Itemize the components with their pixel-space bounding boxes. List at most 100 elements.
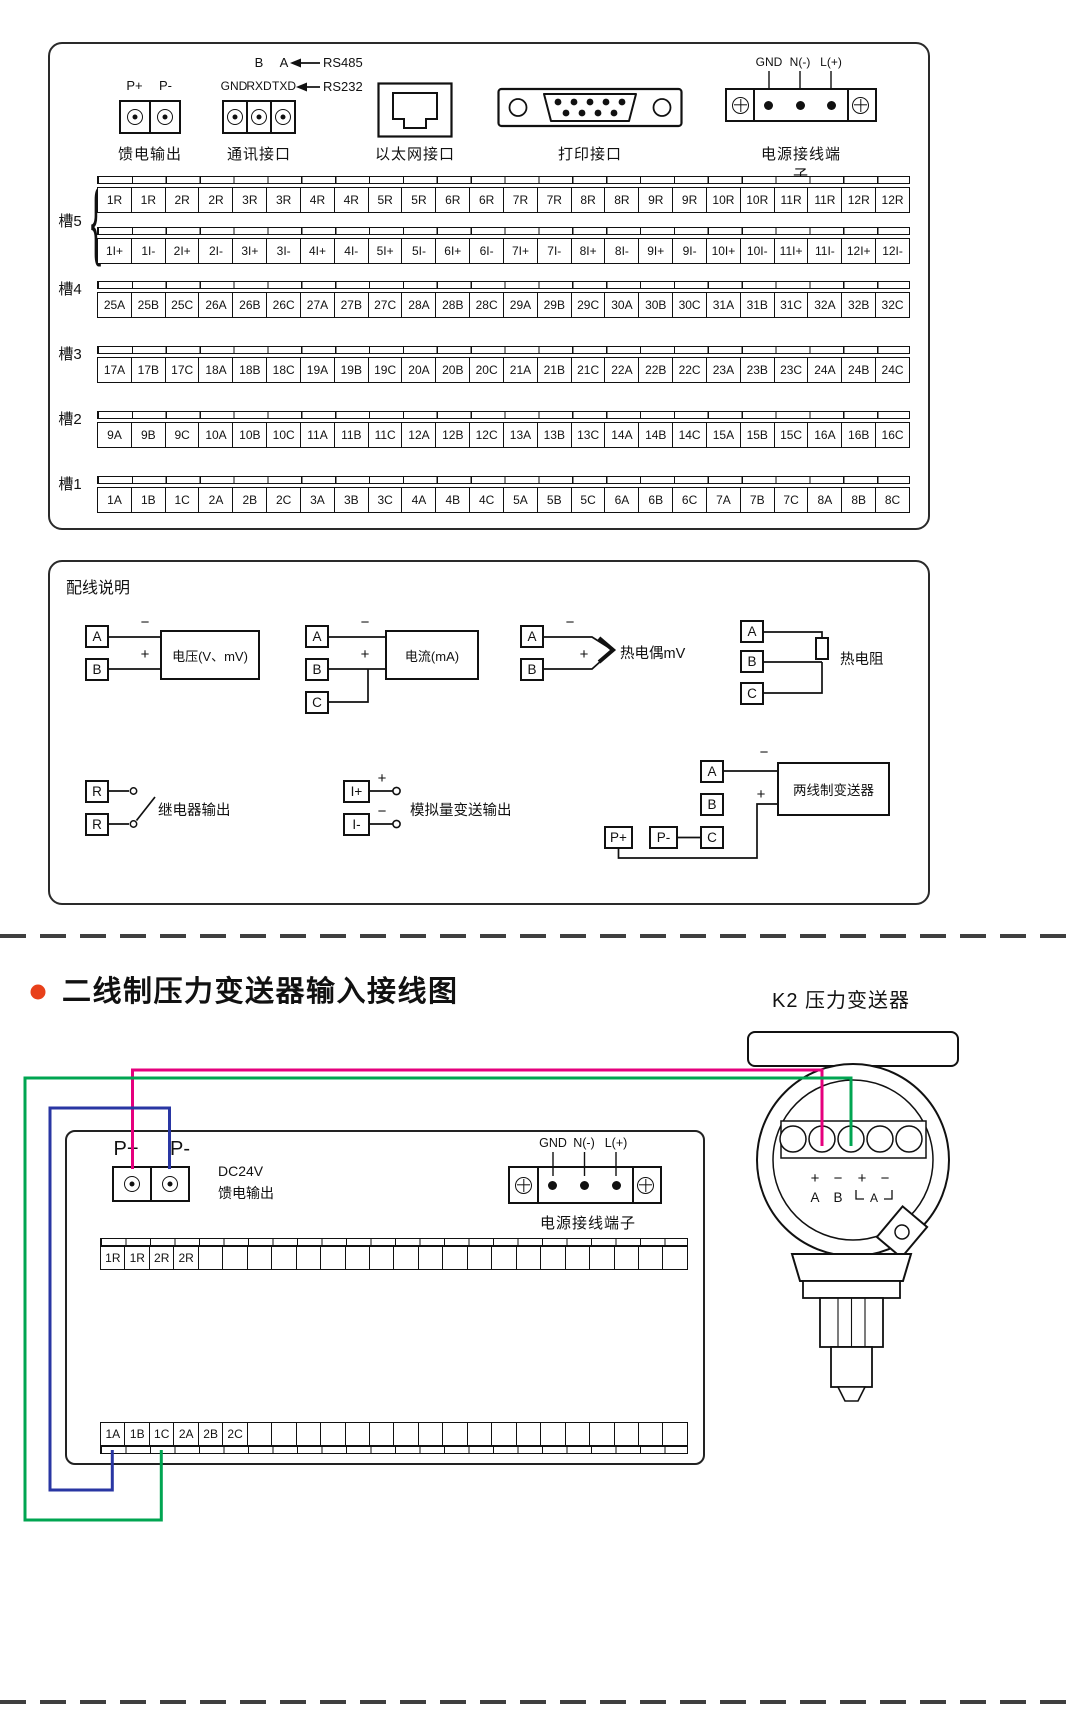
terminal-cell: 5I+ [367,238,403,264]
rtd-label: 热电阻 [840,652,884,668]
terminal-cell: 4I- [333,238,369,264]
terminal-cell [613,1422,640,1446]
terminal-cell: 17C [164,357,200,383]
comm-label: 通讯接口 [226,146,291,163]
terminal-cell: 27C [367,292,403,318]
terminal-r2: R [85,813,109,836]
terminal-cell: 27A [299,292,335,318]
terminal-cell: 6I+ [435,238,471,264]
terminal-cell: 18A [198,357,234,383]
terminal-cell: 31B [739,292,775,318]
screw-terminal-icon [275,109,291,125]
terminal-cell: 16A [807,422,843,448]
terminal-cell: 1I+ [97,238,133,264]
terminal-cell: 7B [739,487,775,513]
terminal-cell: 1R [130,187,166,213]
terminal-cell [491,1246,517,1270]
terminal-cell: 8R [570,187,606,213]
terminal-cell: 16C [875,422,911,448]
terminal-cell: 6I- [469,238,505,264]
terminal-cell [344,1246,371,1270]
minus-sign: − [377,803,387,820]
terminal-c: C [305,691,329,714]
terminal-cell: 1A [100,1422,126,1446]
terminal-cell: 1R [124,1246,151,1270]
terminal-cell [637,1422,664,1446]
terminal-cell: 32C [875,292,911,318]
terminal-cell [564,1422,591,1446]
terminal-cell: 11I- [807,238,843,264]
terminal-cell: 12C [469,422,505,448]
terminal-cell: 2R [173,1246,199,1270]
slot4-label: 槽4 [58,281,82,298]
terminal-cell: 1B [130,487,166,513]
two-wire-transmitter-box: 两线制变送器 [777,762,890,816]
analog-out-label: 模拟量变送输出 [410,803,512,819]
feed-pin-plus: P+ [126,78,143,93]
terminal-cell: 2C [222,1422,248,1446]
terminal-cell: 8B [841,487,877,513]
terminal-cell: 19A [299,357,335,383]
terminal-cell: 10R [739,187,775,213]
screw-terminal-icon [227,109,243,125]
terminal-cell [222,1246,248,1270]
terminal-cell: 11I+ [773,238,809,264]
terminal-cell: 21B [536,357,572,383]
terminal-cell: 1A [97,487,133,513]
terminal-cell: 10C [266,422,302,448]
terminal-cell [368,1246,395,1270]
terminal-cell: 2R [148,1246,175,1270]
minus-sign: − [565,614,575,631]
terminal-cell: 18C [266,357,302,383]
terminal-cell: 3I- [266,238,302,264]
terminal-cell: 11R [773,187,809,213]
terminal-cell: 13B [536,422,572,448]
power-screw-icon [827,100,836,110]
terminal-cell: 21A [502,357,538,383]
plus-sign: + [756,786,766,803]
terminal-cell: 12R [841,187,877,213]
terminal-cell: 27B [333,292,369,318]
power-screw-icon [580,1180,589,1190]
terminal-a: A [520,625,544,648]
terminal-cell [662,1422,689,1446]
terminal-cell [589,1246,615,1270]
plus-sign: + [360,646,370,663]
slot2-label: 槽2 [58,411,82,428]
terminal-cell: 3R [266,187,302,213]
terminal-cell: 10R [705,187,741,213]
power-pin-gnd: GND [755,55,783,69]
terminal-cell: 5A [502,487,538,513]
tx-bracket-pin: A [870,1191,878,1205]
terminal-cell [540,1246,566,1270]
terminal-a: A [740,620,764,643]
terminal-cell: 31A [705,292,741,318]
terminal-cell: 11A [299,422,335,448]
relay-contact-icon [129,787,138,795]
terminal-cell: 26B [232,292,268,318]
terminal-cell: 15A [705,422,741,448]
rs232-arrow-icon [296,82,307,92]
slot1-label: 槽1 [58,476,82,493]
terminal-r1: R [85,780,109,803]
terminal-cell: 7C [773,487,809,513]
comm-pin-rxd: RXD [246,79,272,93]
device-power-pin-n: N(-) [573,1136,595,1150]
plus-sign: + [140,646,150,663]
terminal-p-minus: P- [649,826,678,849]
terminal-cell: 29A [502,292,538,318]
terminal-cell: 1I- [130,238,166,264]
comm-pin-txd: TXD [272,79,296,93]
terminal-cell: 11B [333,422,369,448]
terminal-cell [417,1422,444,1446]
terminal-cell [271,1422,297,1446]
terminal-cell: 1C [148,1422,175,1446]
terminal-cell: 5R [401,187,437,213]
dashed-divider [0,934,1080,938]
terminal-cell [368,1422,395,1446]
terminal-cell: 8A [807,487,843,513]
terminal-cell [320,1422,346,1446]
terminal-cell: 14B [638,422,674,448]
terminal-cell: 22B [638,357,674,383]
mount-screw-icon [852,96,869,114]
